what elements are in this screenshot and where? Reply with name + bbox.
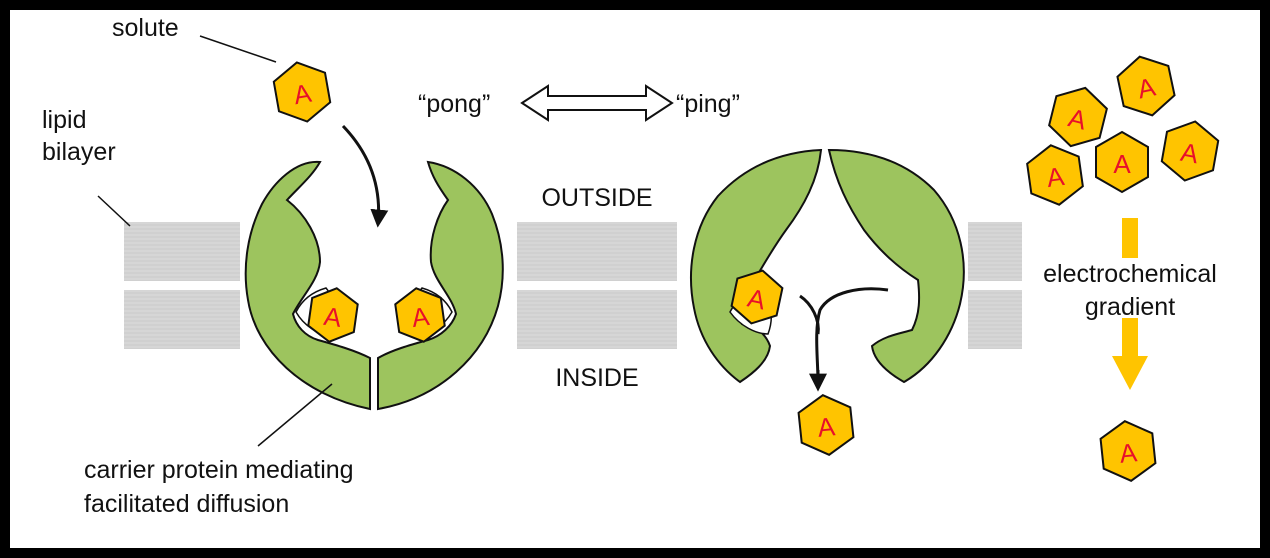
solute-molecule: A xyxy=(1095,130,1149,194)
solute-molecule: A xyxy=(1048,86,1108,148)
membrane-left-upper xyxy=(124,222,240,281)
solute-molecule: A xyxy=(797,394,855,456)
solute-leader-line xyxy=(199,35,277,63)
solute-letter: A xyxy=(291,78,314,111)
solute-hexagon xyxy=(1160,120,1220,182)
solute-hexagon xyxy=(1116,55,1176,117)
release-arrow-left-branch xyxy=(799,294,820,335)
outside-label: OUTSIDE xyxy=(541,184,652,212)
solute-hexagon xyxy=(730,269,784,325)
solute-letter: A xyxy=(816,411,837,443)
solute-hexagon xyxy=(1095,130,1149,194)
lipid-label-line1: lipid xyxy=(42,106,86,134)
solute-hexagon xyxy=(797,394,855,456)
membrane-center-upper xyxy=(517,222,677,281)
solute-letter: A xyxy=(1045,161,1067,193)
solute-hexagon xyxy=(272,61,332,123)
solute-hexagon xyxy=(1048,86,1108,148)
pong-label: “pong” xyxy=(418,90,490,118)
pong-ping-double-arrow xyxy=(520,84,674,122)
solute-letter: A xyxy=(1179,137,1202,170)
solute-hexagon xyxy=(394,287,446,343)
carrier-leader-line xyxy=(257,383,333,447)
solute-letter: A xyxy=(322,301,344,333)
solute-molecule: A xyxy=(1160,120,1220,182)
solute-letter: A xyxy=(410,301,432,333)
carrier-label-line2: facilitated diffusion xyxy=(84,490,289,518)
solute-molecule: A xyxy=(394,287,446,343)
solute-molecule: A xyxy=(272,61,332,123)
solute-hexagon xyxy=(1099,420,1157,482)
solute-letter: A xyxy=(1113,149,1131,179)
membrane-left-lower xyxy=(124,290,240,349)
release-arrow-right-branch xyxy=(815,287,889,383)
solute-letter: A xyxy=(1118,437,1139,469)
solute-molecule: A xyxy=(730,269,784,325)
solute-molecule: A xyxy=(1099,420,1157,482)
solute-label: solute xyxy=(112,14,179,42)
carrier-pong-left-half xyxy=(244,160,371,411)
solute-molecule: A xyxy=(307,287,359,343)
ping-label: “ping” xyxy=(676,90,740,118)
solute-letter: A xyxy=(1135,71,1159,104)
gradient-label-line1: electrochemical xyxy=(1043,260,1217,288)
entry-arrow xyxy=(341,124,389,228)
membrane-center-lower xyxy=(517,290,677,349)
carrier-label-line1: carrier protein mediating xyxy=(84,456,354,484)
solute-molecule: A xyxy=(1116,55,1176,117)
gradient-label-line2: gradient xyxy=(1085,293,1175,321)
inside-label: INSIDE xyxy=(555,364,638,392)
solute-hexagon xyxy=(307,287,359,343)
carrier-ping-left-half xyxy=(690,148,823,384)
lipid-bilayer xyxy=(124,222,1022,349)
gradient-arrow-shaft-bottom xyxy=(1112,318,1148,390)
lipid-leader-line xyxy=(97,195,131,227)
carrier-ping-right-half xyxy=(827,148,965,384)
lipid-label-line2: bilayer xyxy=(42,138,116,166)
solute-hexagon xyxy=(1026,144,1084,206)
solute-molecule: A xyxy=(1026,144,1084,206)
carrier-pong-right-half xyxy=(377,160,504,411)
membrane-right-lower xyxy=(968,290,1022,349)
membrane-right-upper xyxy=(968,222,1022,281)
gradient-arrow-shaft-top xyxy=(1122,218,1138,258)
solute-letter: A xyxy=(745,282,769,315)
